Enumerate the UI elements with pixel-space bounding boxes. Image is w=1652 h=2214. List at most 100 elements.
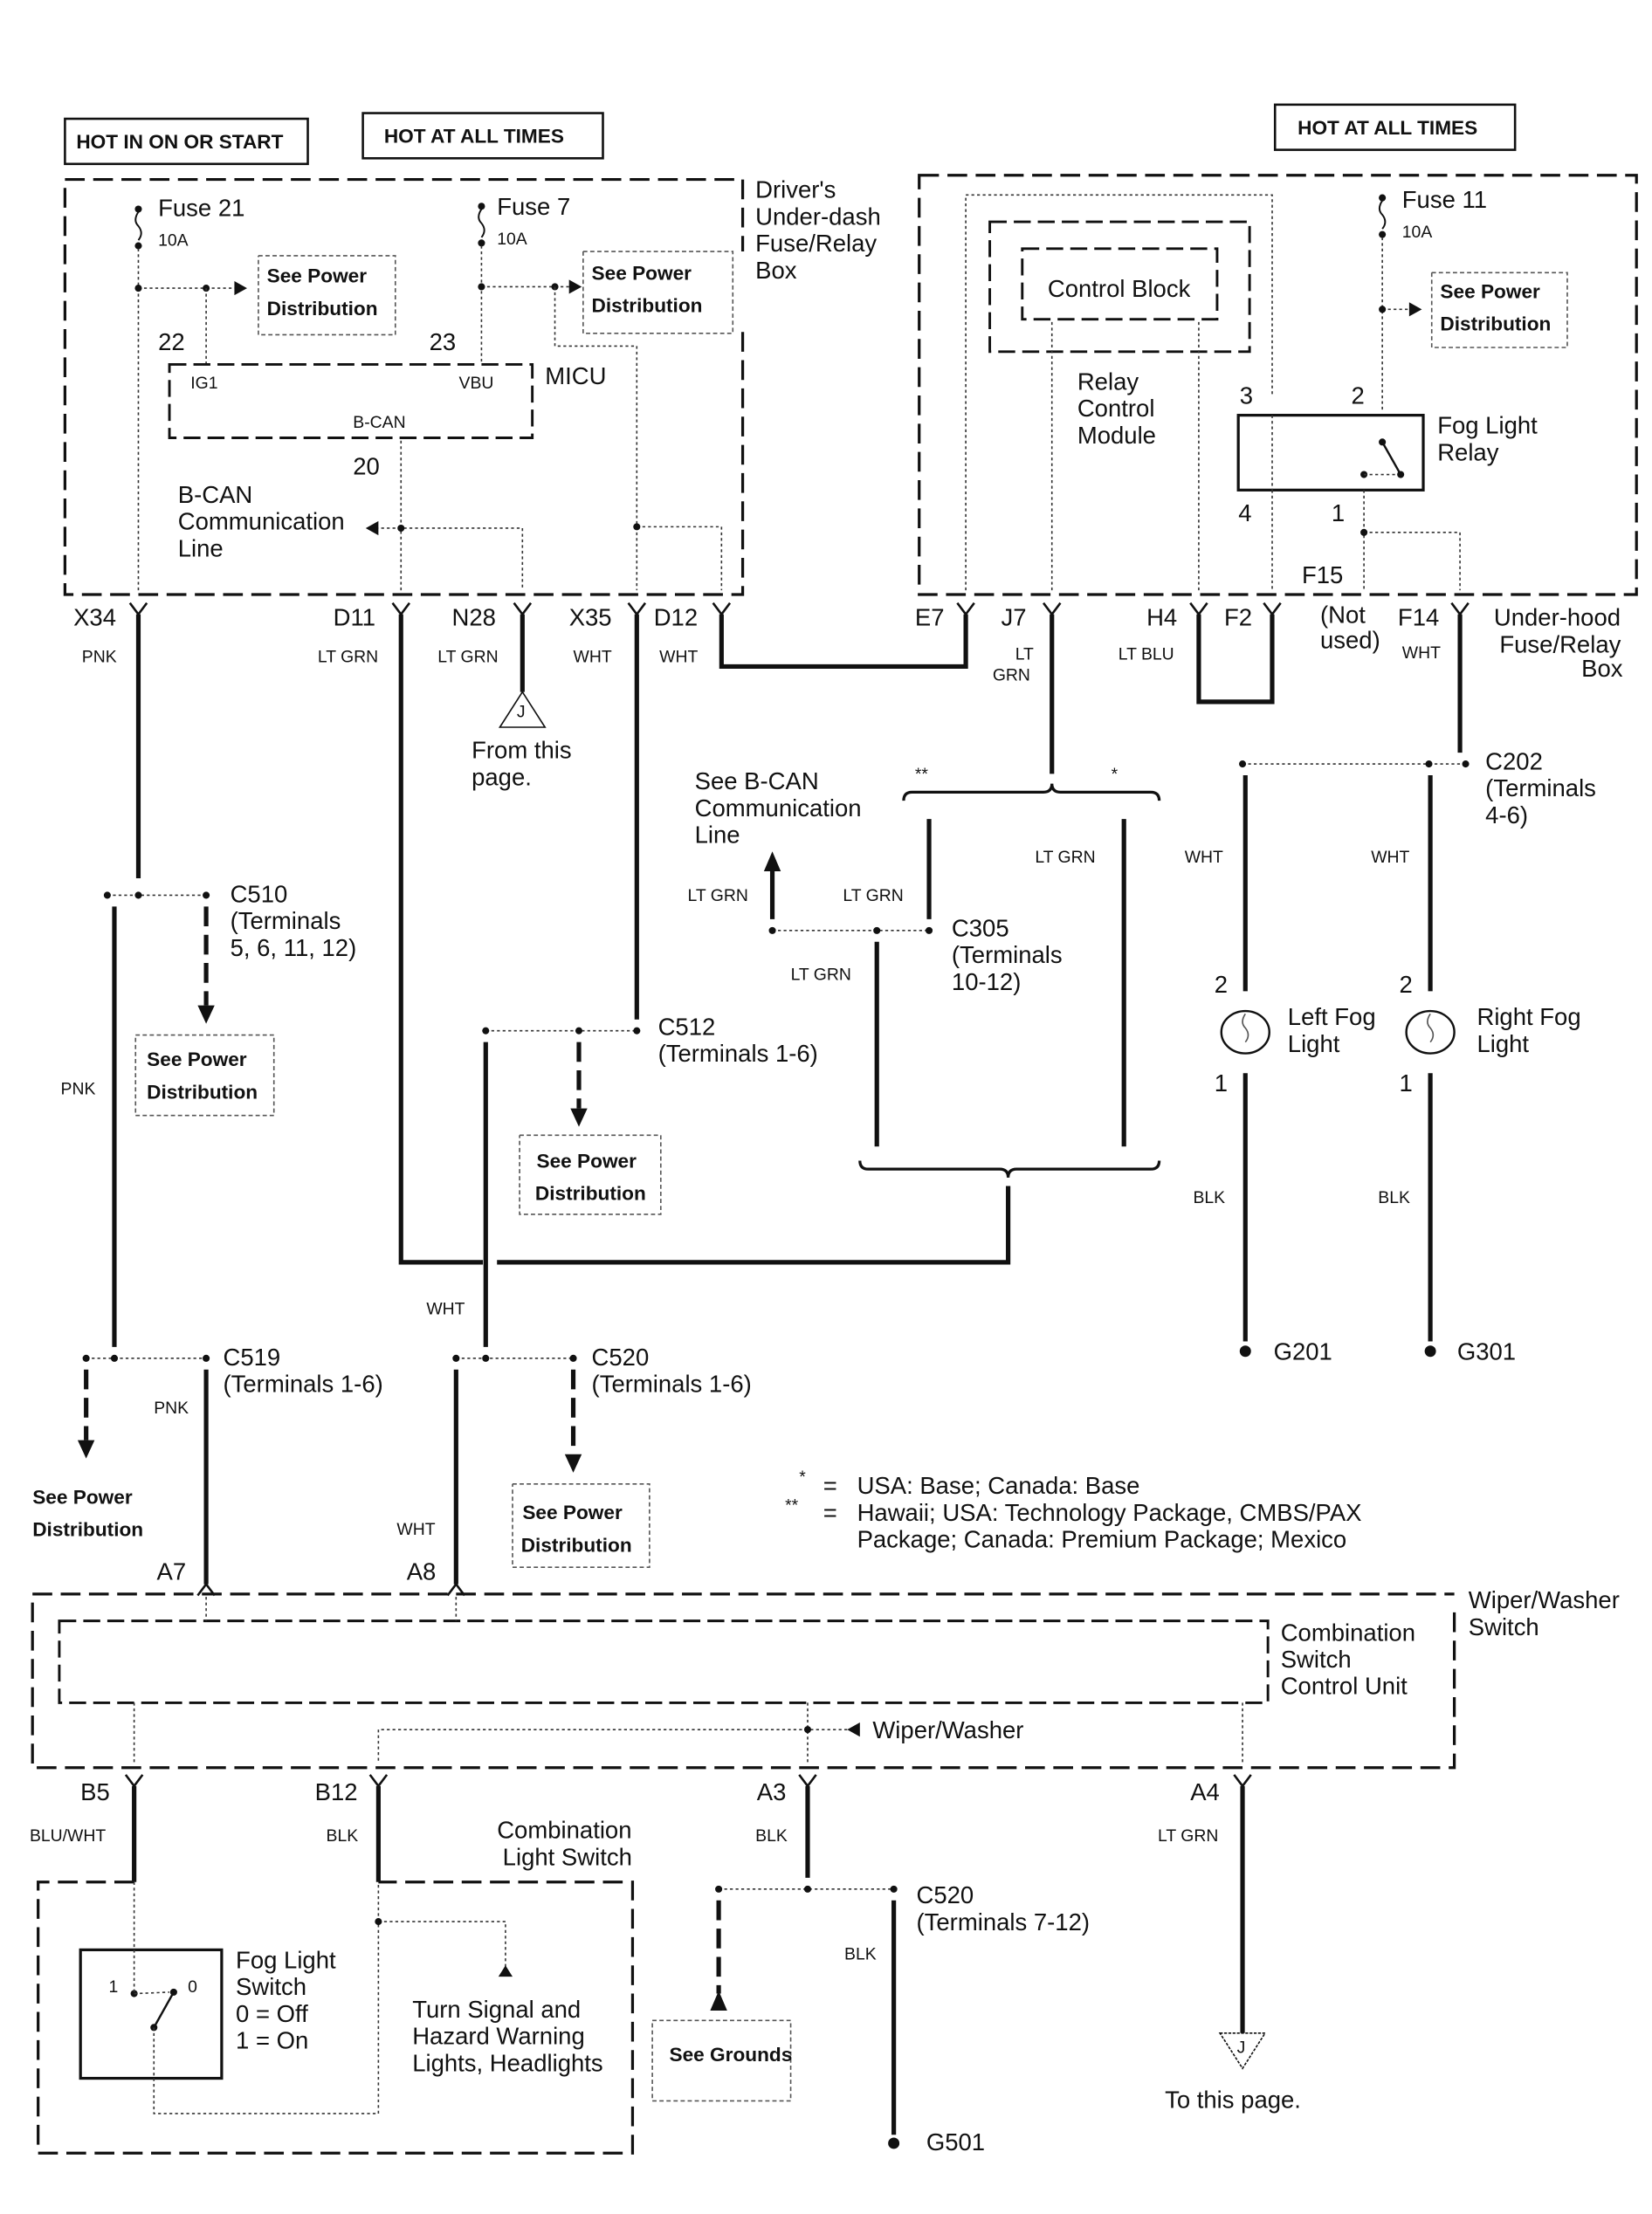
see-bcan-2: Communication xyxy=(695,794,862,822)
terminal-e7: E7 xyxy=(915,604,945,631)
fuse-7: Fuse 7 10A xyxy=(478,193,570,249)
wire-color-right-fog-blk: BLK xyxy=(1378,1188,1410,1207)
variant-brace-top: ** * LT GRN xyxy=(902,765,1161,1147)
arrow-down-icon xyxy=(197,1005,215,1024)
fog-light-relay: 3 2 4 1 Fog Light Relay xyxy=(1236,382,1538,526)
terminal-h4: H4 xyxy=(1146,604,1177,631)
rcm-label-3: Module xyxy=(1077,422,1156,449)
terminal-a7: A7 xyxy=(156,1558,186,1585)
see-power-7-line-1: See Power xyxy=(522,1502,623,1523)
terminal-a4: A4 xyxy=(1190,1778,1220,1805)
fuse-icon xyxy=(134,211,142,241)
variant-mark-single: * xyxy=(1112,765,1119,784)
wire-color-lt-grn-star: LT GRN xyxy=(1035,848,1095,867)
wire-color-a3: BLK xyxy=(755,1826,788,1846)
see-power-distribution-link-5[interactable]: See Power Distribution xyxy=(519,1134,662,1215)
underdash-title-line-4: Box xyxy=(755,257,797,284)
micu-label: MICU xyxy=(545,362,606,389)
see-bcan-1: See B-CAN xyxy=(695,767,819,794)
bcan-line-label-1: B-CAN xyxy=(178,481,253,508)
terminal-b12: B12 xyxy=(315,1778,358,1805)
relay-pin-4: 4 xyxy=(1238,499,1251,526)
turn-signal-label-3: Lights, Headlights xyxy=(412,2049,602,2076)
from-this-page-2: page. xyxy=(472,763,532,790)
see-grounds-link[interactable]: See Grounds xyxy=(651,2019,792,2102)
c520a-label: C520 xyxy=(592,1344,650,1371)
wire-color-wht-low: WHT xyxy=(396,1520,435,1539)
fog-relay-label-2: Relay xyxy=(1437,438,1499,465)
wire-color-d12: WHT xyxy=(659,648,698,667)
right-fog-label-1: Right Fog xyxy=(1476,1003,1580,1030)
legend-double-text-1: Hawaii; USA: Technology Package, CMBS/PA… xyxy=(857,1499,1362,1526)
c305-junction: LT GRN LT GRN LT GRN C305 (Terminals 10-… xyxy=(688,851,1161,1178)
left-fog-label-2: Light xyxy=(1288,1030,1340,1057)
underdash-terminals: X34 PNK D11 LT GRN N28 LT GRN X35 WHT D1… xyxy=(73,604,698,667)
fog-relay-label-1: Fog Light xyxy=(1437,412,1538,439)
see-power-distribution-link-2[interactable]: See Power Distribution xyxy=(582,251,734,334)
see-power-distribution-link-1[interactable]: See Power Distribution xyxy=(258,255,396,336)
c520b-terminals: (Terminals 7-12) xyxy=(916,1908,1090,1936)
wire-color-h4: LT BLU xyxy=(1119,644,1174,664)
terminal-d12: D12 xyxy=(654,604,698,631)
terminal-f2: F2 xyxy=(1224,604,1252,631)
fog-switch-label-1: Fog Light xyxy=(236,1946,336,1973)
see-power-distribution-link-4[interactable]: See Power Distribution xyxy=(134,1034,275,1117)
see-bcan-link[interactable]: See B-CAN Communication Line xyxy=(695,767,862,848)
see-power-distribution-link-6[interactable]: See Power Distribution xyxy=(32,1486,143,1540)
c520b-label: C520 xyxy=(916,1881,974,1908)
wire-color-bcan: LT GRN xyxy=(688,886,748,905)
terminal-a8: A8 xyxy=(407,1558,437,1585)
micu-pin-bcan: B-CAN xyxy=(353,413,405,432)
c510-junction: C510 (Terminals 5, 6, 11, 12) See Power … xyxy=(61,881,356,1347)
fuse-icon xyxy=(1378,200,1387,230)
c519-label: C519 xyxy=(224,1344,281,1371)
wire-color-c305-bottom: LT GRN xyxy=(791,965,851,984)
wire-color-c520-blk: BLK xyxy=(844,1945,877,1964)
wire-color-left-fog-blk: BLK xyxy=(1193,1188,1225,1207)
variant-legend: * = USA: Base; Canada: Base ** = Hawaii;… xyxy=(785,1468,1361,1552)
see-power-7-line-2: Distribution xyxy=(521,1534,632,1556)
fog-light-switch[interactable]: 1 0 xyxy=(79,1948,224,2080)
legend-double-text-2: Package; Canada: Premium Package; Mexico xyxy=(857,1526,1347,1553)
underdash-title-line-1: Driver's xyxy=(755,176,836,203)
underhood-title-line-1: Under-hood xyxy=(1494,604,1621,631)
fuse-21: Fuse 21 10A xyxy=(134,195,244,251)
wire-color-left-fog-wht: WHT xyxy=(1185,848,1223,867)
see-power-3-line-2: Distribution xyxy=(1440,313,1551,335)
see-bcan-3: Line xyxy=(695,822,740,849)
left-fog-pin-2: 2 xyxy=(1215,971,1228,998)
wires xyxy=(135,614,1463,1265)
wire-color-pnk-mid: PNK xyxy=(61,1079,96,1098)
wire-color-wht-mid: WHT xyxy=(426,1300,465,1319)
see-power-2-line-1: See Power xyxy=(592,262,692,284)
terminal-20: 20 xyxy=(353,453,380,480)
legend-eq-2: = xyxy=(823,1499,837,1526)
c512-terminals: (Terminals 1-6) xyxy=(658,1040,818,1067)
terminal-23: 23 xyxy=(430,328,457,355)
off-page-letter-from: J xyxy=(517,703,526,722)
wiper-switch-title-1: Wiper/Washer xyxy=(1469,1586,1620,1613)
terminal-x35: X35 xyxy=(569,604,612,631)
underhood-title-line-3: Box xyxy=(1581,655,1623,682)
hot-at-all-times-text-1: HOT AT ALL TIMES xyxy=(384,126,564,148)
combination-light-switch: Combination Light Switch 1 0 Fog Light S… xyxy=(37,1817,635,2155)
see-power-distribution-link-3[interactable]: See Power Distribution xyxy=(1430,272,1568,348)
c202-junction: C202 (Terminals 4-6) xyxy=(1239,748,1596,829)
arrow-up-icon xyxy=(763,851,781,871)
off-page-connector-from: J From this page. xyxy=(472,691,572,790)
legend-eq-1: = xyxy=(823,1472,837,1499)
ground-g301: G301 xyxy=(1457,1337,1516,1365)
see-power-distribution-link-7[interactable]: See Power Distribution xyxy=(512,1482,650,1568)
c202-terminals-2: 4-6) xyxy=(1485,801,1528,829)
hot-at-all-times-label-1: HOT AT ALL TIMES xyxy=(361,112,604,160)
c305-label: C305 xyxy=(952,914,1009,941)
bcan-line-label-2: Communication xyxy=(178,508,345,535)
variant-brace-bottom xyxy=(858,1160,1161,1178)
see-power-3-line-1: See Power xyxy=(1440,280,1540,302)
terminal-j7: J7 xyxy=(1002,604,1027,631)
fuse-7-rating: 10A xyxy=(497,230,527,249)
wire-color-b12: BLK xyxy=(327,1826,359,1846)
arrow-up-icon xyxy=(710,1991,727,2011)
wire-color-x35: WHT xyxy=(574,648,612,667)
